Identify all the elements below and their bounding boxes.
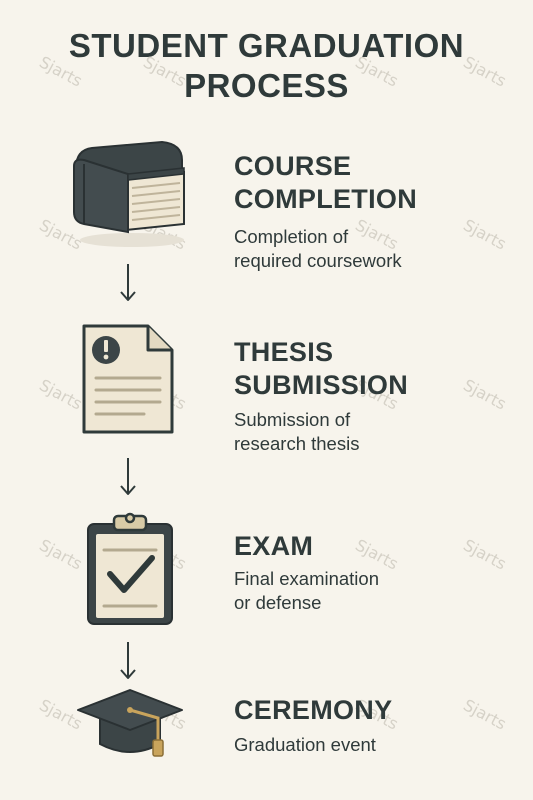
step-title-exam: EXAM bbox=[234, 531, 314, 561]
clipboard-check-icon bbox=[84, 510, 176, 628]
step-desc-exam: Final examination or defense bbox=[234, 568, 379, 613]
step-title-ceremony: CEREMONY bbox=[234, 695, 393, 725]
watermark: Sjarts bbox=[460, 215, 510, 254]
step-desc-course-completion: Completion of required coursework bbox=[234, 226, 402, 271]
arrow-down-icon bbox=[118, 640, 138, 687]
arrow-down-icon bbox=[118, 456, 138, 503]
watermark: Sjarts bbox=[460, 535, 510, 574]
step-title-thesis-submission: THESIS SUBMISSION bbox=[234, 337, 409, 400]
step-title-course-completion: COURSE COMPLETION bbox=[234, 151, 417, 214]
arrow-down-icon bbox=[118, 262, 138, 309]
watermark: Sjarts bbox=[460, 695, 510, 734]
step-desc-ceremony: Graduation event bbox=[234, 734, 376, 755]
document-warning-icon bbox=[78, 320, 178, 440]
page-title: STUDENT GRADUATION PROCESS bbox=[0, 26, 533, 106]
title-line-1: STUDENT GRADUATION bbox=[68, 27, 465, 64]
title-line-2: PROCESS bbox=[184, 67, 349, 104]
watermark: Sjarts bbox=[36, 535, 86, 574]
book-icon bbox=[66, 138, 190, 250]
step-desc-thesis-submission: Submission of research thesis bbox=[234, 409, 360, 454]
watermark: Sjarts bbox=[460, 375, 510, 414]
graduation-cap-icon bbox=[74, 686, 186, 766]
